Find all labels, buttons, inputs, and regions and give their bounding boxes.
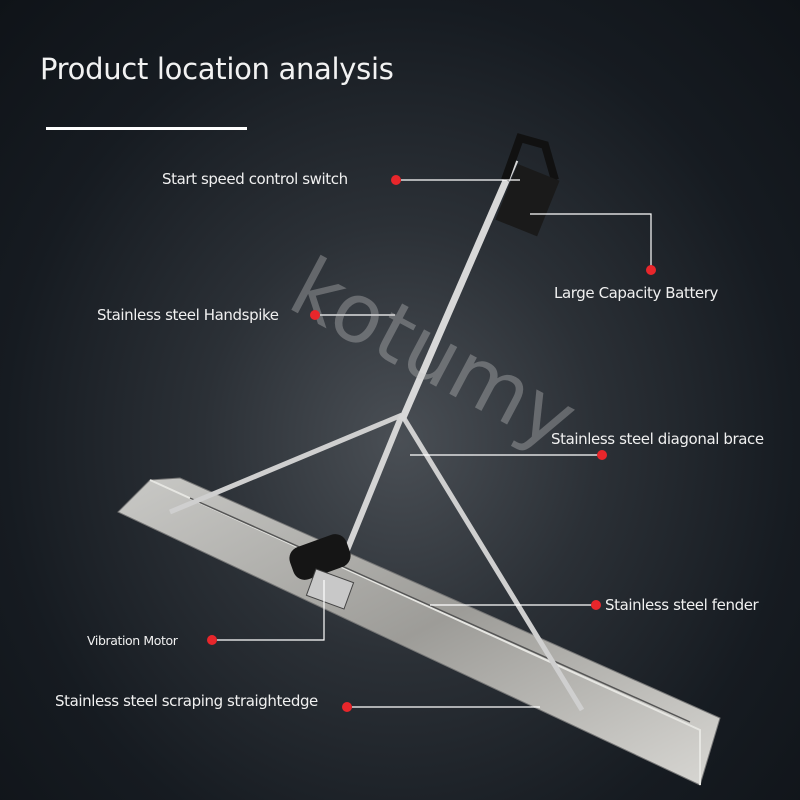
marker-dot — [597, 450, 607, 460]
title-underline — [46, 127, 247, 130]
label-brace: Stainless steel diagonal brace — [551, 430, 764, 448]
label-switch: Start speed control switch — [162, 170, 348, 188]
leader-lines — [217, 179, 652, 708]
label-straightedge: Stainless steel scraping straightedge — [55, 692, 318, 710]
marker-dot — [310, 310, 320, 320]
straightedge-blade — [117, 477, 721, 786]
page-title: Product location analysis — [40, 52, 394, 86]
label-battery: Large Capacity Battery — [554, 284, 719, 302]
marker-dot — [342, 702, 352, 712]
handle-grip — [501, 133, 559, 182]
brace-center — [342, 413, 405, 557]
vibration-motor — [289, 534, 351, 580]
marker-dot — [391, 175, 401, 185]
handspike — [398, 158, 519, 422]
label-motor: Vibration Motor — [87, 633, 178, 648]
marker-dot — [646, 265, 656, 275]
marker-dot — [207, 635, 217, 645]
label-fender: Stainless steel fender — [605, 596, 759, 614]
label-handspike: Stainless steel Handspike — [97, 306, 279, 324]
marker-dot — [591, 600, 601, 610]
brace-left — [169, 412, 403, 515]
brace-right — [399, 413, 585, 712]
battery-box — [495, 163, 560, 237]
